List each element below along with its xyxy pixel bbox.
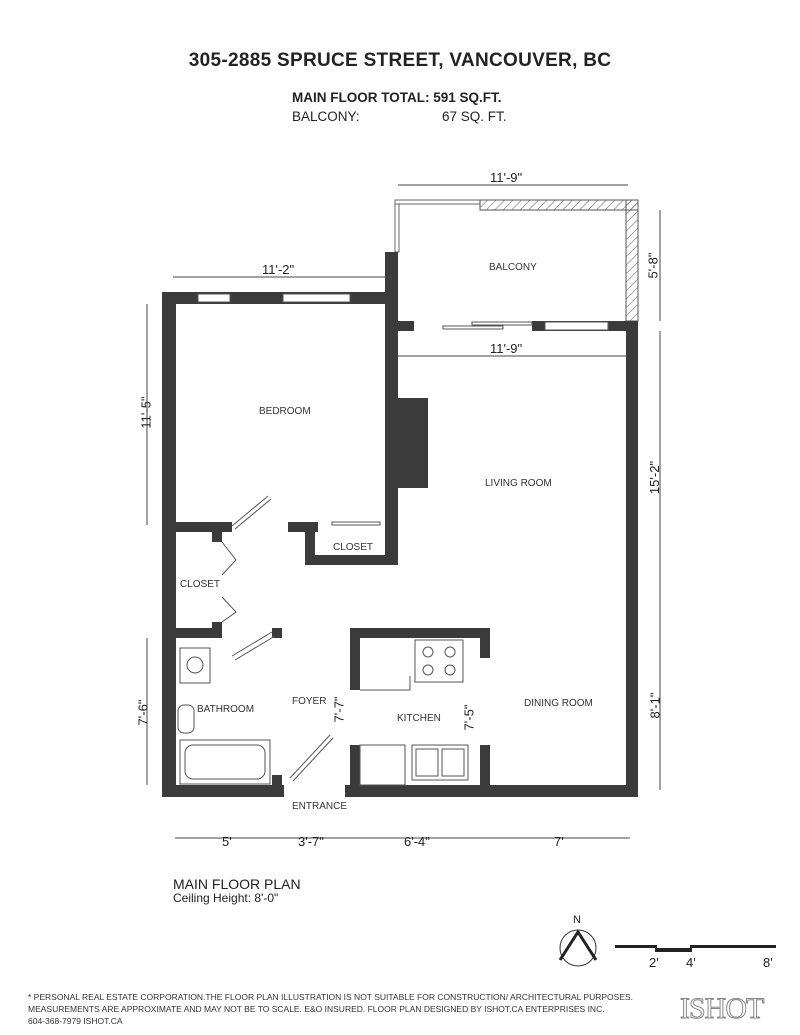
- room-label-bedroom: BEDROOM: [259, 406, 311, 417]
- room-label-balcony: BALCONY: [489, 262, 537, 273]
- doors: [177, 321, 533, 786]
- contact-line: 604-368-7979 ISHOT.CA: [28, 1016, 123, 1026]
- dim-bottom-3: 6'-4": [404, 834, 430, 849]
- room-label-foyer: FOYER: [292, 696, 327, 707]
- ishot-logo: ISHOT: [679, 992, 764, 1026]
- room-label-bathroom: BATHROOM: [197, 704, 255, 715]
- room-label-closet: CLOSET: [333, 542, 374, 553]
- scale-tick-4: 4': [686, 955, 696, 970]
- balcony-area-label: BALCONY:: [292, 109, 360, 124]
- dim-bedroom-width: 11'-2": [262, 262, 295, 277]
- scale-tick-8: 8': [763, 955, 773, 970]
- walls: [162, 252, 638, 797]
- ceiling-height: Ceiling Height: 8'-0": [173, 891, 279, 905]
- dim-kitchen-depth: 7'-5": [461, 704, 477, 731]
- dim-balcony-width: 11'-9": [490, 170, 523, 185]
- main-floor-value: 591 SQ.FT.: [433, 90, 502, 105]
- dim-bathroom-depth: 7'-6": [135, 699, 151, 726]
- room-label-closet-hall: CLOSET: [180, 579, 221, 590]
- windows: [197, 293, 609, 331]
- room-label-kitchen: KITCHEN: [397, 713, 441, 724]
- dim-living-depth: 15'-2": [647, 460, 663, 495]
- dim-bottom-1: 5': [222, 834, 232, 849]
- page-title: 305-2885 SPRUCE STREET, VANCOUVER, BC: [188, 50, 612, 71]
- dim-bedroom-depth: 11'-5": [138, 396, 154, 429]
- balcony-area-value: 67 SQ. FT.: [442, 109, 507, 124]
- scale-bar: [615, 945, 776, 952]
- disclaimer-line-2: MEASUREMENTS ARE APPROXIMATE AND MAY NOT…: [28, 1004, 605, 1014]
- dim-living-width: 11'-9": [490, 341, 523, 356]
- balcony-area: BALCONY: 67 SQ. FT.: [292, 109, 507, 124]
- scale-tick-2: 2': [649, 955, 659, 970]
- dim-foyer-depth: 7'-7": [331, 696, 347, 723]
- north-label: N: [573, 914, 581, 926]
- plan-label: MAIN FLOOR PLAN: [173, 876, 301, 892]
- main-floor-label: MAIN FLOOR TOTAL:: [292, 90, 430, 105]
- dim-dining-depth: 8'-1": [647, 692, 663, 719]
- dim-bottom-4: 7': [554, 834, 564, 849]
- disclaimer-line-1: * PERSONAL REAL ESTATE CORPORATION.THE F…: [28, 992, 634, 1002]
- room-label-dining-room: DINING ROOM: [524, 698, 593, 709]
- room-label-living-room: LIVING ROOM: [485, 478, 552, 489]
- balcony-railing: [394, 199, 639, 322]
- main-floor-total: MAIN FLOOR TOTAL: 591 SQ.FT.: [292, 90, 502, 105]
- dim-bottom-2: 3'-7": [298, 834, 324, 849]
- dimension-lines: [146, 184, 661, 839]
- north-arrow-icon: [558, 929, 598, 967]
- room-label-entrance: ENTRANCE: [292, 801, 348, 812]
- dim-balcony-depth: 5'-8": [645, 252, 661, 279]
